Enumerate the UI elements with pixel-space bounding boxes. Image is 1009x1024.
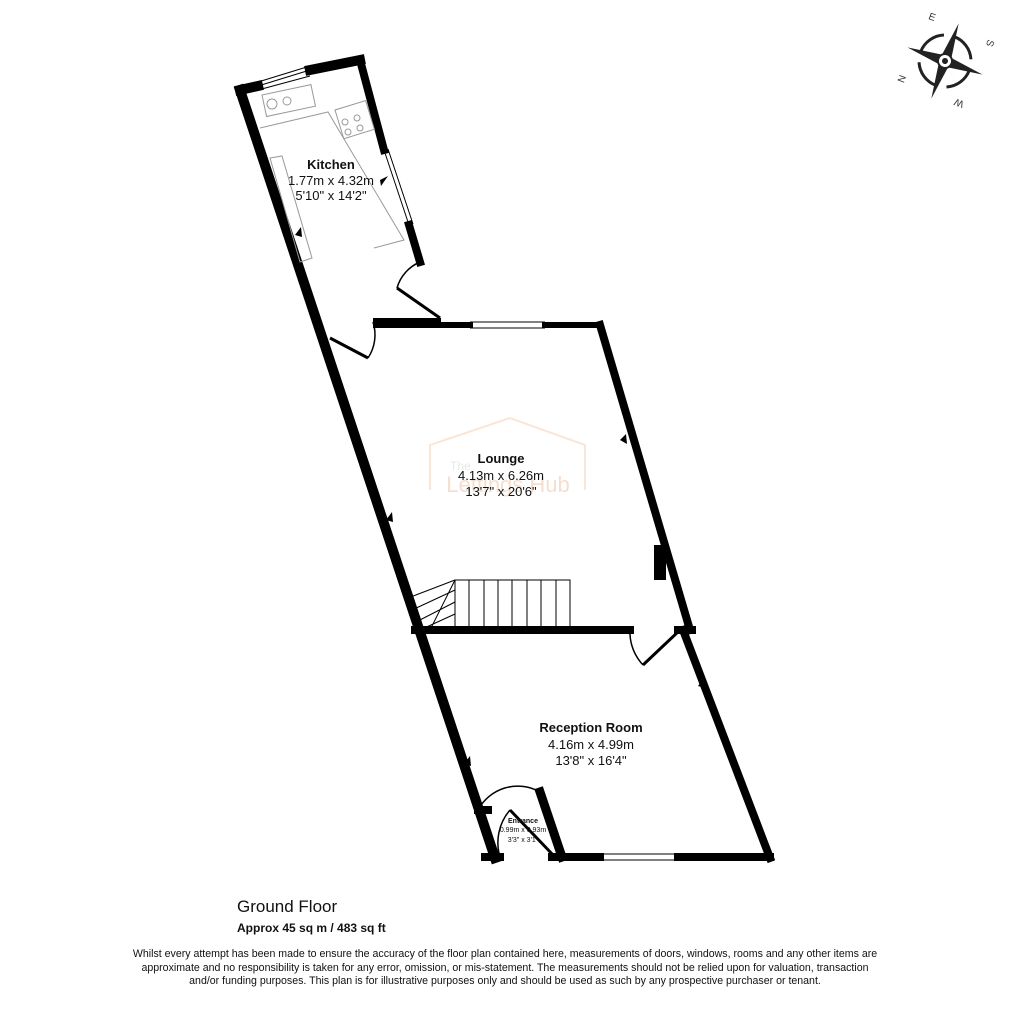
floor-area: Approx 45 sq m / 483 sq ft bbox=[237, 921, 386, 935]
windows bbox=[257, 65, 678, 861]
room-imperial: 5'10" x 14'2" bbox=[295, 188, 367, 203]
room-metric: 1.77m x 4.32m bbox=[288, 173, 374, 188]
compass-s: S bbox=[983, 38, 996, 48]
room-kitchen: Kitchen 1.77m x 4.32m 5'10" x 14'2" bbox=[288, 157, 374, 203]
compass-rose-icon bbox=[907, 23, 983, 99]
room-name: Lounge bbox=[478, 451, 525, 466]
staircase bbox=[407, 579, 571, 631]
watermark-logo: The Lettings Hub bbox=[429, 416, 586, 497]
room-reception: Reception Room 4.16m x 4.99m 13'8" x 16'… bbox=[539, 720, 642, 768]
hob-icon bbox=[334, 100, 375, 140]
room-name: Kitchen bbox=[307, 157, 355, 172]
room-lounge: Lounge 4.13m x 6.26m 13'7" x 20'6" bbox=[458, 451, 544, 499]
room-name: Entrance bbox=[508, 818, 538, 825]
room-entrance: Entrance 0.99m x 0.93m 3'3" x 3'1" bbox=[500, 818, 546, 844]
room-metric: 4.16m x 4.99m bbox=[548, 737, 634, 752]
sink-icon bbox=[261, 84, 317, 118]
compass-labels: N E S W bbox=[896, 11, 995, 109]
compass-w: W bbox=[952, 95, 965, 109]
compass-n: N bbox=[896, 74, 909, 85]
walls bbox=[233, 54, 776, 865]
watermark-line1: The bbox=[450, 459, 471, 473]
room-metric: 0.99m x 0.93m bbox=[500, 827, 546, 834]
room-metric: 4.13m x 6.26m bbox=[458, 468, 544, 483]
room-imperial: 3'3" x 3'1" bbox=[508, 837, 539, 844]
room-name: Reception Room bbox=[539, 720, 642, 735]
floor-title: Ground Floor bbox=[237, 897, 338, 916]
measure-markers bbox=[295, 176, 705, 766]
room-imperial: 13'8" x 16'4" bbox=[555, 753, 627, 768]
doors bbox=[329, 261, 682, 859]
compass-e: E bbox=[927, 11, 937, 24]
kitchen-fixtures bbox=[259, 84, 405, 263]
room-imperial: 13'7" x 20'6" bbox=[465, 484, 537, 499]
watermark-line2: Lettings Hub bbox=[446, 472, 570, 497]
disclaimer: Whilst every attempt has been made to en… bbox=[132, 948, 878, 987]
